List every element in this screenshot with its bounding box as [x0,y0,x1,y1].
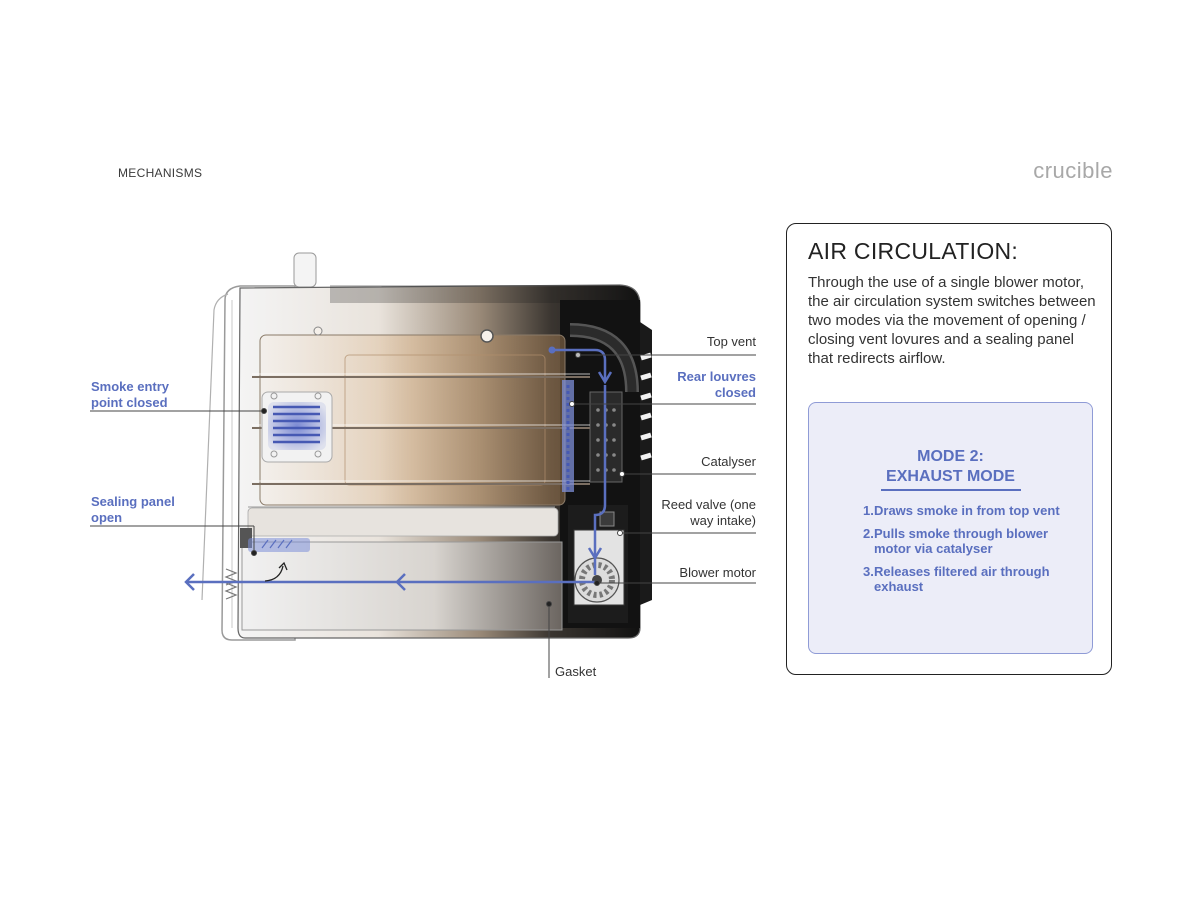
callout-leaders [90,352,756,678]
mode-title: MODE 2: EXHAUST MODE [809,447,1092,487]
callout-blower-motor: Blower motor [679,565,756,580]
rotation-arrow-icon [264,561,288,582]
callout-catalyser: Catalyser [701,454,756,469]
door-frame [201,252,317,641]
callout-sealing-panel: Sealing panel open [91,494,175,525]
air-circulation-panel: AIR CIRCULATION: Through the use of a si… [786,223,1112,675]
airflow-arrow-icon [184,346,613,591]
oven-body [224,284,652,639]
smoke-entry-grille [261,391,333,463]
list-item: 2.Pulls smoke through blower motor via c… [863,525,1049,557]
callout-gasket: Gasket [555,664,597,679]
mode-underline [881,489,1021,491]
list-item: 3.Releases filtered air through exhaust [863,563,1050,595]
panel-title: AIR CIRCULATION: [808,238,1019,264]
mode-steps: 1.Draws smoke in from top vent 2.Pulls s… [863,503,1063,602]
list-item: 1.Draws smoke in from top vent [863,503,1060,518]
brand-logo: crucible [1033,158,1113,183]
callout-smoke-entry: Smoke entry point closed [91,379,170,410]
mode-box: MODE 2: EXHAUST MODE 1.Draws smoke in fr… [808,402,1093,654]
callout-reed-valve: Reed valve (one way intake) [661,497,756,528]
mode-name: EXHAUST MODE [886,468,1015,485]
callout-rear-louvres: Rear louvres closed [677,369,756,400]
rear-louvres [640,352,652,461]
panel-description: Through the use of a single blower motor… [808,274,1096,367]
mode-number: MODE 2: [917,448,984,465]
callout-top-vent: Top vent [706,334,756,349]
section-label: MECHANISMS [118,166,203,180]
sealing-panel [248,538,310,552]
